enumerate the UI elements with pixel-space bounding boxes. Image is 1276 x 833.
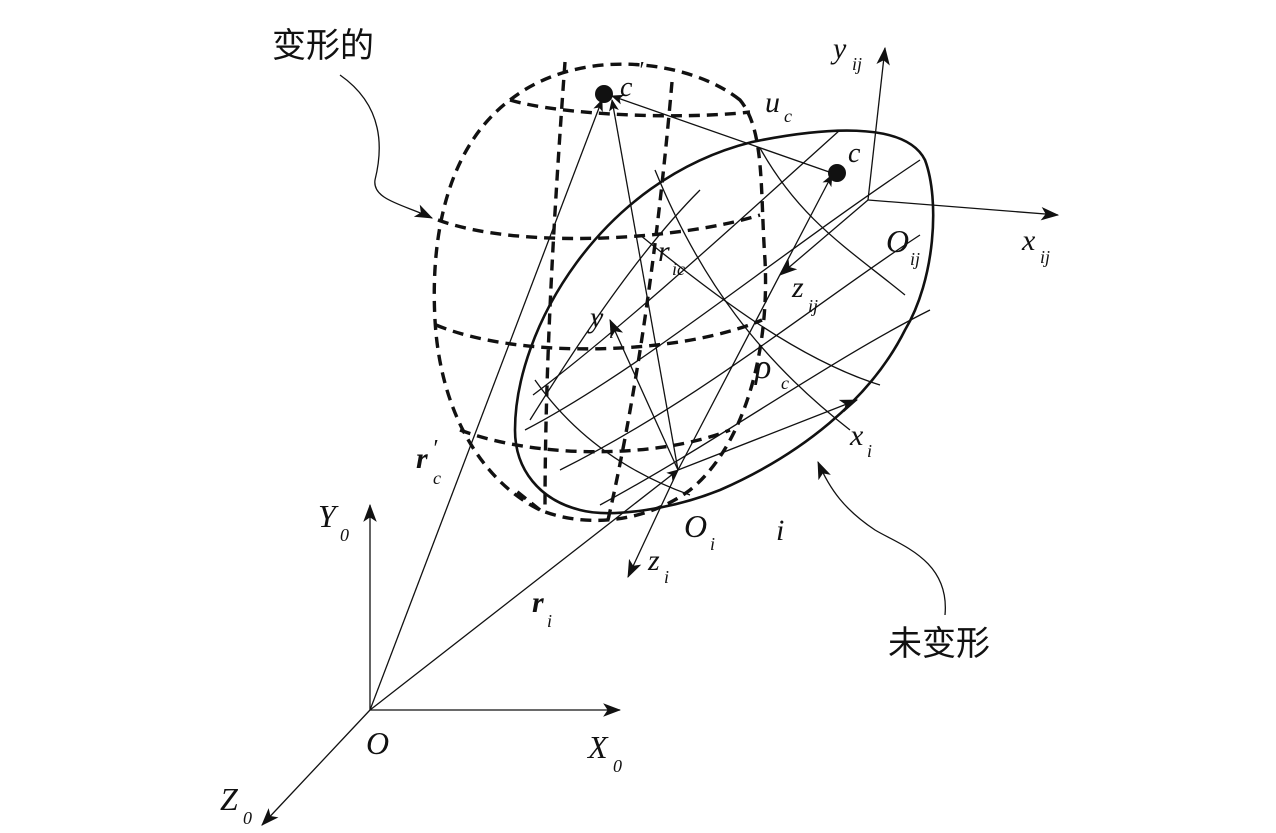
- label-z-ij-sub: ij: [808, 296, 818, 316]
- rho-c-vector: [677, 174, 833, 471]
- label-x-i: x: [849, 419, 864, 452]
- label-u: u: [765, 86, 780, 119]
- label-Z0: Z: [220, 781, 239, 817]
- label-rho: ρ: [754, 349, 771, 386]
- label-x-ij-sub: ij: [1040, 247, 1050, 267]
- label-z-i: z: [647, 544, 660, 577]
- r-ic-vector: [609, 99, 679, 471]
- label-c-prime-mark: ′: [638, 58, 644, 84]
- label-O-ij: O: [886, 223, 909, 259]
- body-frame-i: [609, 318, 859, 579]
- label-z-ij: z: [791, 271, 804, 304]
- label-x-i-sub: i: [867, 441, 872, 461]
- label-deformed: 变形的: [272, 26, 374, 66]
- label-Z0-sub: 0: [243, 808, 252, 828]
- label-r-ic-sub: ic: [672, 259, 685, 279]
- label-r-i: r: [532, 586, 544, 619]
- label-O: O: [366, 725, 389, 761]
- deformed-body: [432, 61, 768, 523]
- label-Y0-sub: 0: [340, 525, 349, 545]
- label-O-i-sub: i: [710, 534, 715, 554]
- label-r-c-prime-mark: ′: [432, 436, 438, 462]
- label-c-prime: c: [620, 72, 633, 103]
- r-i-vector: [369, 469, 679, 711]
- label-O-i: O: [684, 508, 707, 544]
- label-i: i: [776, 514, 784, 547]
- label-y-ij: y: [830, 32, 847, 65]
- label-rho-sub: c: [781, 373, 789, 393]
- point-c-prime: [595, 85, 613, 103]
- label-y-ij-sub: ij: [852, 54, 862, 74]
- u-c-vector: [611, 94, 833, 174]
- label-O-ij-sub: ij: [910, 249, 920, 269]
- global-frame: [261, 503, 622, 826]
- label-x-ij: x: [1021, 224, 1036, 257]
- label-u-sub: c: [784, 106, 792, 126]
- label-r-ic: r: [658, 235, 670, 268]
- label-X0-sub: 0: [613, 756, 622, 776]
- deformed-pointer-arrow: [339, 74, 434, 219]
- label-X0: X: [586, 729, 609, 765]
- r-c-prime-vector: [369, 99, 603, 711]
- label-Y0: Y: [318, 498, 339, 534]
- undeformed-pointer-arrow: [817, 460, 946, 616]
- undeformed-body: [513, 129, 935, 515]
- frame-ij: [779, 46, 1060, 276]
- label-c: c: [848, 138, 861, 169]
- label-r-c-prime: r: [416, 442, 428, 475]
- label-y-i-sub: i: [609, 322, 614, 342]
- label-y-i: y: [587, 301, 604, 334]
- label-undeformed: 未变形: [888, 624, 990, 664]
- label-r-c-prime-sub: c: [433, 468, 441, 488]
- label-r-i-sub: i: [547, 611, 552, 631]
- label-z-i-sub: i: [664, 567, 669, 587]
- point-c: [828, 164, 846, 182]
